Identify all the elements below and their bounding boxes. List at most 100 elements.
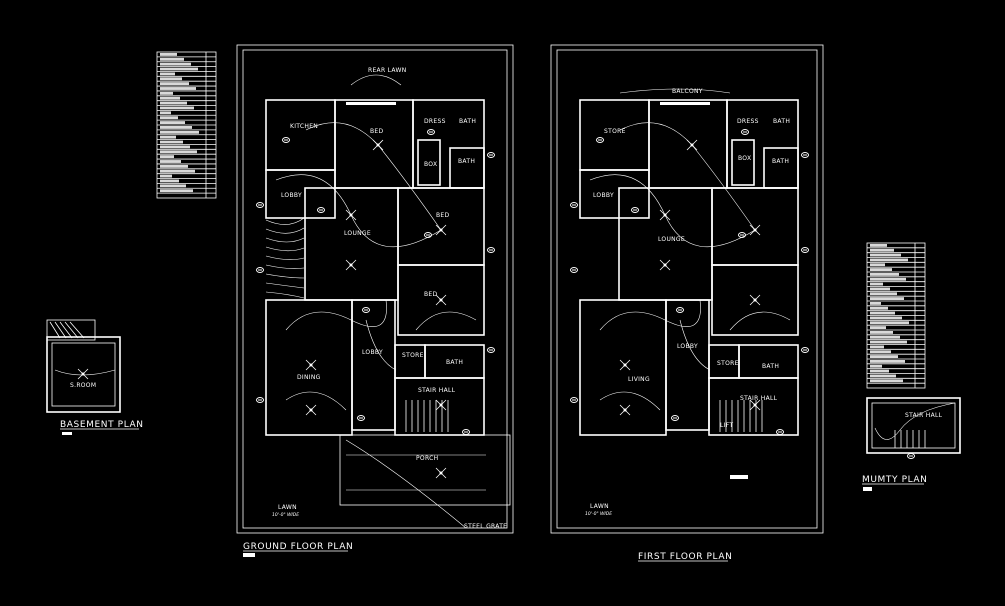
- wiring: [619, 122, 693, 146]
- light-fixture-icon: [776, 429, 784, 435]
- scale-bar: [730, 475, 748, 479]
- room-label: BOX: [738, 155, 751, 162]
- light-fixture-icon: [570, 202, 578, 208]
- room-wall: [738, 344, 799, 379]
- wiring: [729, 311, 791, 331]
- room-label: STAIR HALL: [740, 395, 778, 402]
- ceiling-fan-hub-icon: [753, 403, 757, 407]
- light-fixture-icon: [462, 429, 470, 435]
- ground-floor-title: GROUND FLOOR PLAN: [243, 542, 353, 552]
- light-fixture-icon: [487, 152, 495, 158]
- room-label: LOUNGE: [344, 230, 371, 237]
- room-label: PORCH: [416, 455, 438, 462]
- legend-text: [160, 111, 171, 115]
- room-label: S.ROOM: [70, 382, 96, 389]
- drawing-frame-inner: [556, 49, 818, 529]
- legend-text: [160, 174, 172, 178]
- legend-text: [160, 57, 184, 61]
- ceiling-fan-hub-icon: [663, 263, 667, 267]
- legend-text: [160, 77, 182, 81]
- light-fixture-icon: [596, 137, 604, 143]
- ceiling-fan-hub-icon: [439, 471, 443, 475]
- room-label: LOBBY: [677, 343, 698, 350]
- light-fixture-icon: [907, 453, 915, 459]
- spiral-stair: [265, 282, 305, 289]
- legend-text: [870, 287, 890, 291]
- lawn-width: 10'-0" WIDE: [585, 511, 612, 517]
- room-label: DRESS: [424, 118, 446, 125]
- light-fixture-icon: [487, 347, 495, 353]
- light-fixture-icon: [256, 397, 264, 403]
- lawn-width: 10'-0" WIDE: [272, 512, 299, 518]
- mumty-outer-wall: [866, 397, 961, 454]
- legend-text: [870, 321, 909, 325]
- legend-text: [160, 116, 178, 120]
- room-label: STAIR HALL: [905, 412, 943, 419]
- spiral-stair: [265, 273, 305, 279]
- legend-text: [160, 189, 193, 193]
- light-fixture-icon: [362, 307, 370, 313]
- ground-floor-labels: REAR LAWN KITCHEN BED DRESS BATH BOX BAT…: [243, 67, 507, 552]
- legend-text: [870, 268, 892, 271]
- room-wall: [417, 139, 441, 186]
- room-label: LOBBY: [281, 192, 302, 199]
- stair-tread: [49, 321, 61, 339]
- room-label: BED: [436, 212, 450, 219]
- stair-tread: [69, 321, 85, 339]
- wiring: [599, 299, 701, 331]
- legend-text: [870, 302, 881, 305]
- room-wall: [579, 169, 650, 219]
- room-label: STORE: [402, 352, 424, 359]
- room-wall: [708, 377, 799, 436]
- legend-text: [160, 126, 192, 129]
- legend-text: [870, 306, 888, 310]
- stair-tread: [54, 321, 67, 339]
- room-label: LOBBY: [593, 192, 614, 199]
- legend-text: [160, 96, 180, 100]
- wiring: [285, 391, 347, 411]
- linework: [46, 44, 961, 562]
- legend-text: [870, 244, 887, 247]
- wiring: [275, 174, 442, 248]
- legend-text: [870, 360, 905, 363]
- room-label: BATH: [773, 118, 790, 125]
- room-label: KITCHEN: [290, 123, 318, 130]
- light-fixture-icon: [357, 415, 365, 421]
- legend-text: [160, 87, 196, 90]
- legend-text: [160, 62, 191, 66]
- porch-outline: [339, 434, 511, 506]
- legend-text: [160, 184, 186, 188]
- spiral-stair: [265, 217, 305, 225]
- light-fixture-icon: [570, 267, 578, 273]
- stair-box: [46, 319, 96, 341]
- light-fixture-icon: [427, 129, 435, 135]
- legend-text: [870, 316, 902, 320]
- room-label: BATH: [446, 359, 463, 366]
- light-fixture-icon: [256, 202, 264, 208]
- legend-text: [160, 130, 199, 134]
- room-label: LOBBY: [362, 349, 383, 356]
- legend-text: [160, 179, 179, 183]
- room-wall: [763, 147, 799, 189]
- light-fixture-icon: [317, 207, 325, 213]
- legend-text: [870, 364, 882, 368]
- legend-text: [870, 326, 886, 329]
- room-wall: [394, 344, 426, 379]
- room-label: LIFT: [720, 422, 733, 429]
- light-fixture-icon: [570, 397, 578, 403]
- room-label: LAWN: [590, 503, 609, 510]
- first-floor-labels: BALCONY STORE DRESS BATH BOX BATH LOBBY …: [585, 88, 790, 562]
- scale-bar: [243, 553, 255, 557]
- legend-text: [870, 277, 906, 281]
- legend-text: [160, 140, 183, 144]
- legend-text: [160, 72, 175, 76]
- legend-text: [160, 121, 185, 124]
- spiral-stair: [265, 255, 305, 260]
- legend-text: [160, 106, 194, 110]
- legend-text: [870, 297, 904, 300]
- mumty-plan-title: MUMTY PLAN: [862, 475, 928, 485]
- room-label: STAIR HALL: [418, 387, 456, 394]
- room-wall: [397, 264, 485, 336]
- room-label: BALCONY: [672, 88, 703, 95]
